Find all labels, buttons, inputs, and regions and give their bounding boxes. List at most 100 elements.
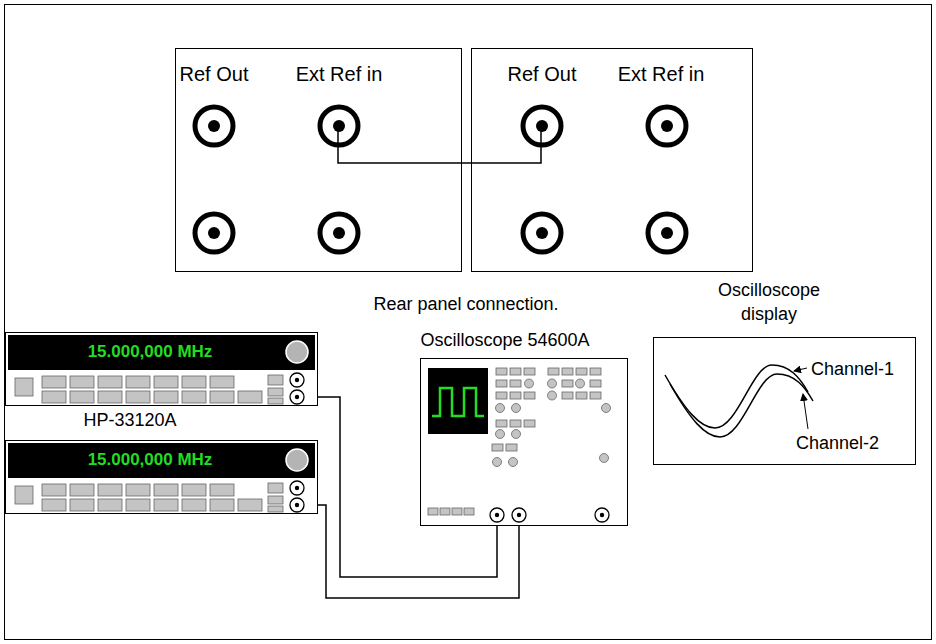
bnc-connector: [512, 508, 526, 522]
panel-button: [268, 506, 283, 512]
bnc-connector: [523, 107, 561, 145]
coax-cable: [338, 125, 541, 163]
panel-button: [510, 392, 521, 399]
round-button: [509, 458, 518, 467]
panel-button: [576, 368, 587, 375]
bnc-connector: [648, 107, 686, 145]
bnc-connector: [648, 214, 686, 252]
panel-button: [510, 380, 521, 387]
bnc-connector: [195, 107, 233, 145]
panel-button: [154, 499, 178, 511]
tuning-knob: [286, 341, 308, 363]
tuning-knob: [286, 449, 308, 471]
oscilloscope-drawing: [420, 358, 628, 526]
panel-button: [154, 391, 178, 403]
outer-frame: [5, 5, 932, 640]
instrument-name: Oscilloscope 54600A: [420, 330, 589, 352]
connector-label: Ext Ref in: [296, 62, 383, 86]
panel-button: [590, 392, 601, 399]
function-generator: 15.000,000 MHz: [5, 440, 318, 514]
sine-trace: [670, 374, 813, 437]
bnc-connector: [523, 214, 561, 252]
panel-button: [98, 376, 122, 388]
panel-button: [182, 499, 206, 511]
leader-arrow: [794, 368, 807, 371]
panel-button: [182, 484, 206, 496]
round-button: [496, 430, 505, 439]
generator-body: [6, 333, 318, 406]
panel-button: [492, 444, 503, 451]
panel-button: [524, 420, 535, 427]
square-wave: [432, 388, 484, 416]
channel-label: Channel-1: [811, 359, 894, 381]
bnc-pin: [295, 378, 299, 382]
frequency-readout: 15.000,000 MHz: [88, 342, 213, 362]
scope-body: [421, 359, 628, 526]
panel-button: [70, 391, 94, 403]
panel-button: [524, 368, 535, 375]
panel-button: [154, 484, 178, 496]
panel-button: [182, 391, 206, 403]
bnc-pin: [295, 395, 299, 399]
panel-button: [268, 496, 283, 504]
sine-trace: [665, 365, 808, 428]
rear-panel: Ref OutExt Ref in: [175, 48, 462, 272]
panel-button: [576, 392, 587, 399]
panel-button: [268, 375, 283, 385]
rear-panel: Ref Out Ext Ref in: [471, 48, 753, 272]
channel-label: Channel-2: [796, 433, 879, 455]
bnc-connector: [290, 498, 304, 512]
bnc-pin: [517, 513, 521, 517]
bnc-pin: [495, 513, 499, 517]
connector-label: Ref Out: [508, 62, 577, 86]
panel-heading: Oscilloscope display: [699, 278, 839, 326]
panel-button: [524, 392, 535, 399]
panel-button: [440, 508, 450, 515]
panel-button: [70, 499, 94, 511]
bnc-connector: [290, 373, 304, 387]
panel-button: [510, 420, 521, 427]
scope-screen: [428, 368, 488, 434]
panel-button: [496, 368, 507, 375]
panel-button: [428, 508, 438, 515]
panel-button: [98, 484, 122, 496]
round-button: [600, 454, 609, 463]
function-generator: 15.000,000 MHzHP-33120A: [5, 332, 318, 406]
bnc-connector: [195, 214, 233, 252]
panel-button: [70, 376, 94, 388]
round-button: [525, 379, 534, 388]
panel-button: [496, 420, 507, 427]
bnc-pin: [295, 503, 299, 507]
panel-button: [268, 388, 283, 396]
generator-display: [8, 443, 315, 478]
panel-button: [590, 380, 601, 387]
display-panel: Oscilloscope displayChannel-1Channel-2: [653, 337, 916, 465]
panel-button: [562, 368, 573, 375]
bnc-connector: [490, 508, 504, 522]
panel-button: [42, 499, 66, 511]
panel-button: [464, 508, 474, 515]
panel-button: [154, 376, 178, 388]
panel-button: [182, 376, 206, 388]
oscilloscope: Oscilloscope 54600A: [420, 358, 628, 526]
generator-display: [8, 335, 315, 370]
panel-button: [210, 484, 234, 496]
connector-label: Ext Ref in: [618, 62, 705, 86]
panel-button: [562, 380, 573, 387]
panel-button: [268, 398, 283, 404]
round-button: [496, 404, 505, 413]
panel-button: [238, 391, 262, 403]
bnc-pin: [661, 120, 673, 132]
panel-button: [126, 376, 150, 388]
round-button: [548, 379, 557, 388]
panel-button: [98, 499, 122, 511]
panel-button: [496, 380, 507, 387]
panel-button: [210, 376, 234, 388]
bnc-pin: [208, 227, 220, 239]
panel-button: [210, 391, 234, 403]
bnc-pin: [333, 120, 345, 132]
panel-button: [126, 499, 150, 511]
bnc-pin: [536, 120, 548, 132]
panel-button: [15, 378, 33, 396]
